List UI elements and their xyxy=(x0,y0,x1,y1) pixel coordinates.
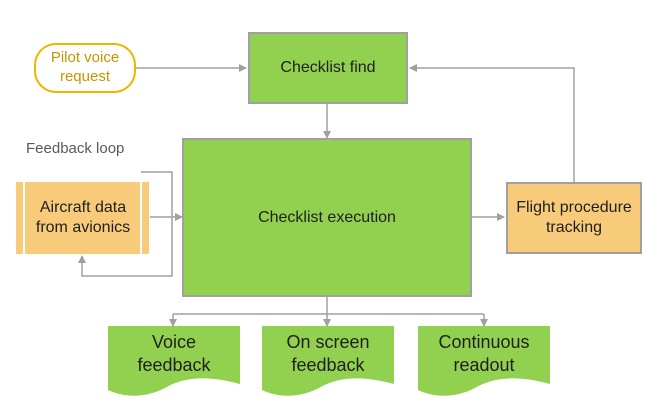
feedback-loop-label: Feedback loop xyxy=(26,140,125,157)
checklist-find-box: Checklist find xyxy=(248,32,408,104)
pilot-voice-request-terminator: Pilot voice request xyxy=(34,43,136,93)
pilot-voice-request-label: Pilot voice request xyxy=(50,49,120,85)
checklist-execution-label: Checklist execution xyxy=(258,208,396,226)
aircraft-data-box: Aircraft data from avionics xyxy=(26,182,140,254)
onscreen-feedback-shape xyxy=(262,326,394,396)
aircraft-data-label: Aircraft data from avionics xyxy=(35,199,131,236)
feedback-loop-path xyxy=(78,171,173,277)
flight-procedure-tracking-label: Flight procedure tracking xyxy=(516,199,632,236)
voice-feedback-output: Voice feedback xyxy=(108,328,240,380)
onscreen-feedback-output: On screen feedback xyxy=(262,328,394,380)
continuous-readout-label: Continuous readout xyxy=(438,331,530,375)
arrow-tracking-to-find xyxy=(409,64,575,182)
continuous-readout-output: Continuous readout xyxy=(418,328,550,380)
checklist-execution-box: Checklist execution xyxy=(182,138,472,297)
aircraft-data-shape xyxy=(16,182,149,254)
readout-shape xyxy=(418,326,550,396)
voice-feedback-shape xyxy=(108,326,240,396)
onscreen-feedback-label: On screen feedback xyxy=(286,331,370,375)
voice-feedback-label: Voice feedback xyxy=(137,331,211,375)
flight-procedure-tracking-box: Flight procedure tracking xyxy=(506,182,642,254)
checklist-find-label: Checklist find xyxy=(280,59,376,76)
